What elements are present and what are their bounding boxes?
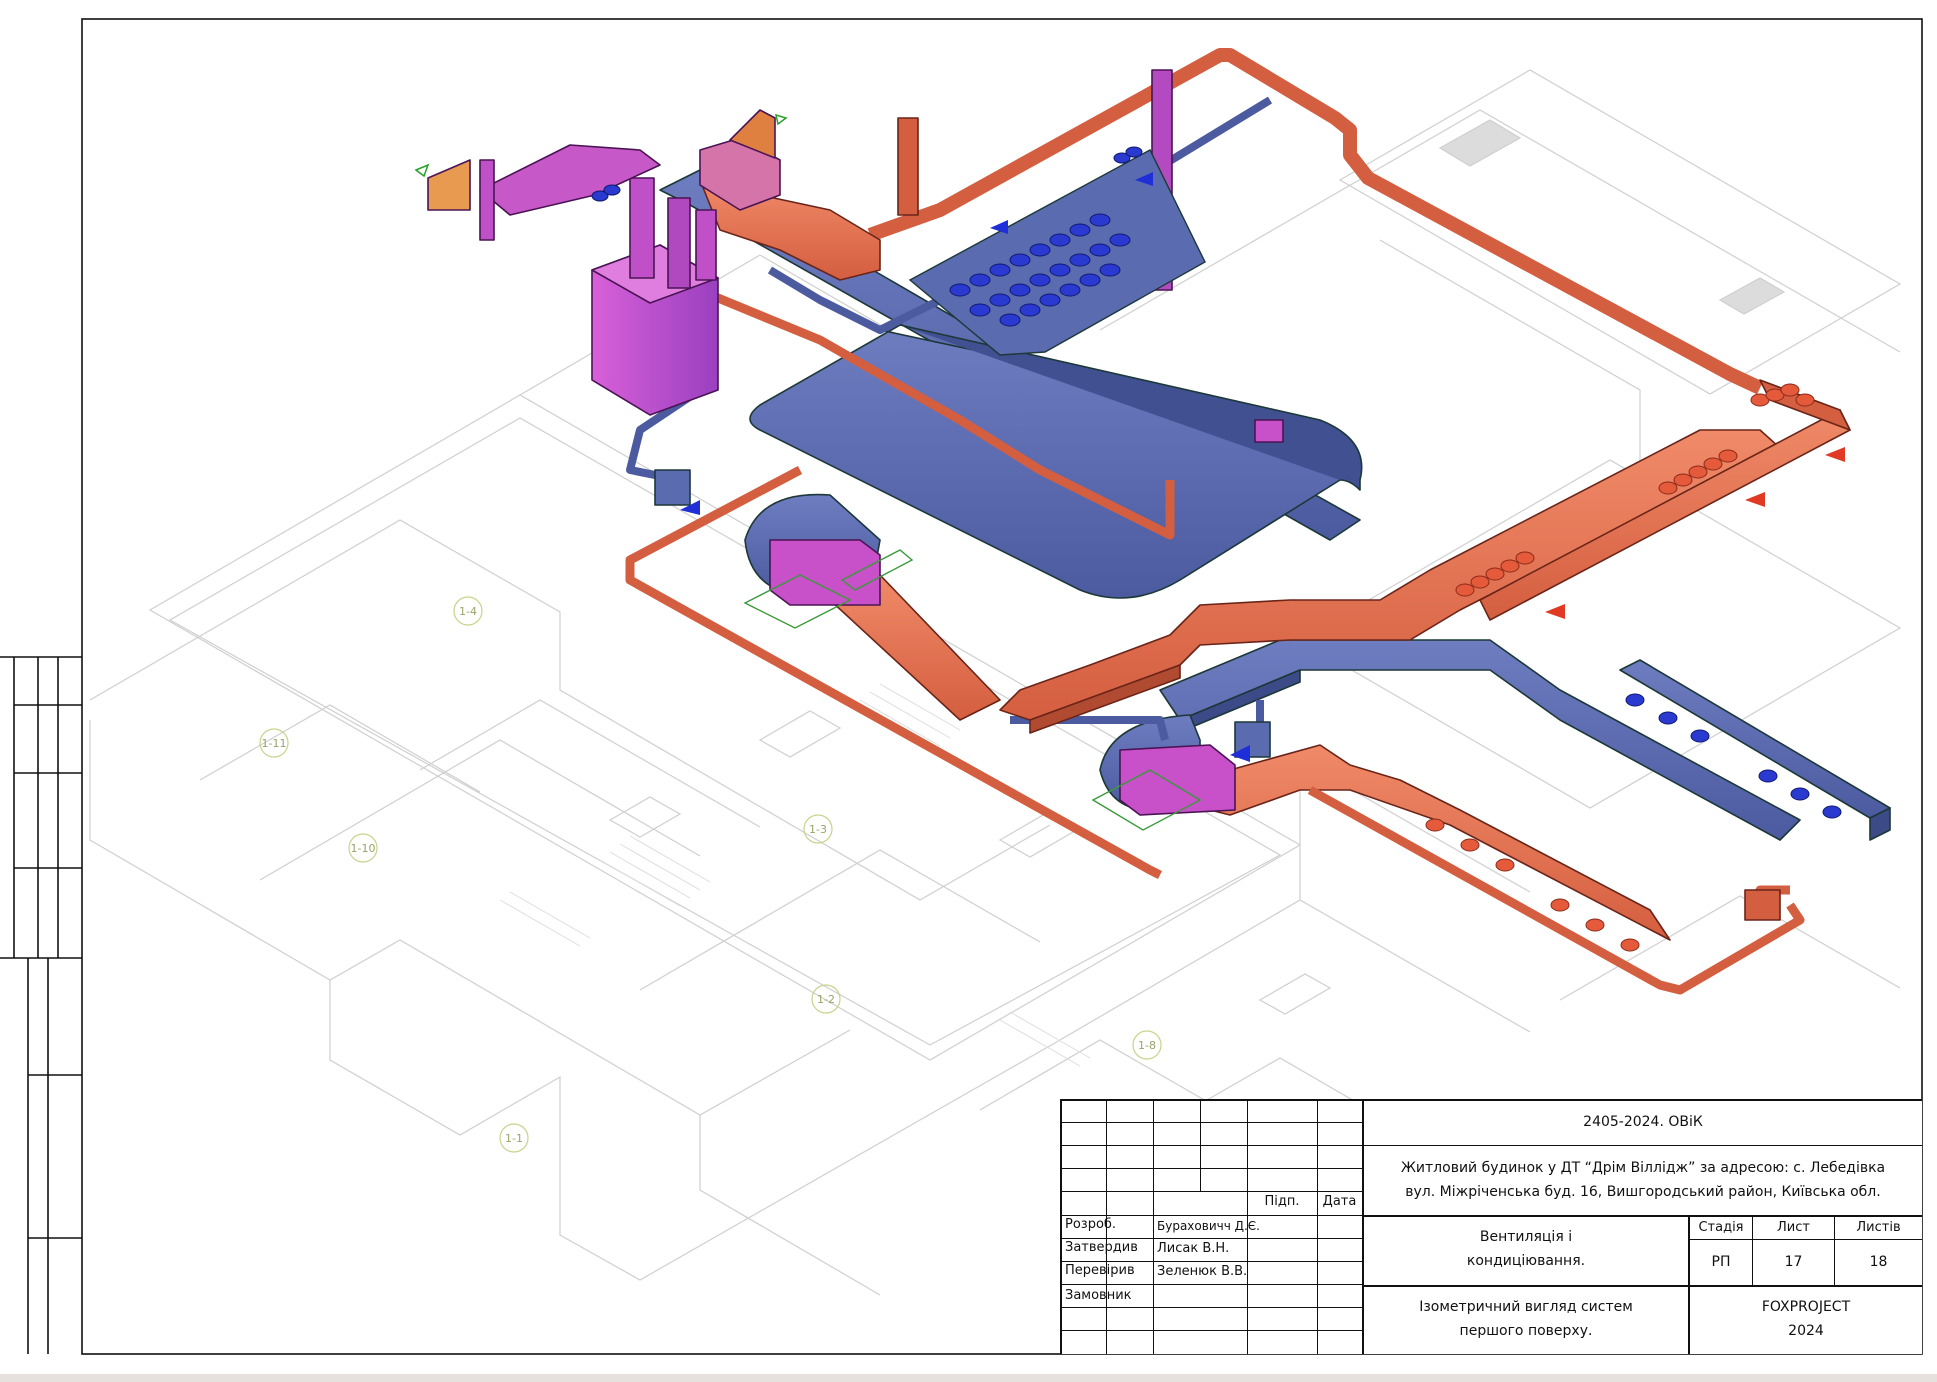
- supply-thin-pipe-2: [648, 265, 1175, 540]
- role-checked: Перевірив: [1065, 1263, 1135, 1278]
- role-customer: Замовник: [1065, 1288, 1132, 1303]
- role-developed-name: Бураховичч Д.Є.: [1157, 1219, 1260, 1233]
- title-block: Підп. Дата Розроб. Бураховичч Д.Є. Затве…: [1060, 1099, 1922, 1354]
- green-reference-outlines: [743, 549, 1202, 831]
- supply-main-duct: [999, 429, 1781, 721]
- supply-thin-pipe-3: [1307, 786, 1805, 995]
- column-header-date: Дата: [1322, 1194, 1357, 1209]
- supply-terminal-right: [1744, 889, 1781, 921]
- floor-plan-hatching: [499, 683, 1091, 1067]
- supply-perimeter-pipe: [867, 48, 1763, 395]
- zone-label-1-11: 1-11: [262, 737, 287, 750]
- section-name-line-1: Вентиляція і: [1479, 1229, 1573, 1245]
- recovery-unit-2: [1119, 744, 1236, 816]
- arrow-exhaust-2: [1230, 745, 1250, 762]
- object-description-line-2: вул. Міжріченська буд. 16, Вишгородський…: [1405, 1184, 1881, 1200]
- sheet-value: 17: [1784, 1254, 1803, 1270]
- supply-thin-pipe-1: [625, 466, 1163, 880]
- diffuser-panel-base: [908, 149, 1206, 356]
- exhaust-right-manifold: [1619, 659, 1891, 819]
- zone-label-1-10: 1-10: [351, 842, 376, 855]
- recovery-unit-1: [769, 539, 881, 606]
- project-code: 2405-2024. ОВіК: [1583, 1114, 1703, 1130]
- zone-labels: 1-4 1-11 1-10 1-3 1-2 1-8 1-1: [262, 605, 1156, 1145]
- zone-label-1-1: 1-1: [505, 1132, 523, 1145]
- zone-label-1-2: 1-2: [817, 993, 835, 1006]
- sheet-frame: [0, 18, 1923, 1355]
- sheet-title-line-1: Ізометричний вигляд систем: [1419, 1299, 1633, 1315]
- diffuser-coils: [949, 213, 1131, 327]
- arrow-supply-2: [1745, 492, 1765, 507]
- arrow-intake: [414, 163, 430, 178]
- ahu-stack-1: [629, 177, 655, 279]
- arrow-supply-3: [1545, 604, 1565, 619]
- supply-vertical-drop: [897, 117, 919, 216]
- role-approved: Затвердив: [1065, 1240, 1138, 1255]
- ahu-stack-3: [695, 209, 717, 281]
- stage-label: Стадія: [1698, 1220, 1744, 1235]
- arrow-exhaust-1: [680, 500, 700, 515]
- role-developed: Розроб.: [1065, 1217, 1117, 1232]
- supply-grilles: [1425, 383, 1815, 952]
- exhaust-hood: [729, 109, 776, 159]
- zone-label-1-4: 1-4: [459, 605, 477, 618]
- company-year: 2024: [1788, 1323, 1824, 1339]
- exhaust-terminal-left: [654, 469, 691, 506]
- small-valve: [1254, 419, 1284, 443]
- arrow-exhaust-4: [1135, 172, 1153, 186]
- zone-label-1-8: 1-8: [1138, 1039, 1156, 1052]
- supply-duct-system: [625, 48, 1851, 995]
- stage-value: РП: [1711, 1254, 1731, 1270]
- sheets-label: Листів: [1856, 1220, 1901, 1235]
- object-description-line-1: Житловий будинок у ДТ “Дрім Віллідж” за …: [1400, 1160, 1886, 1176]
- ceiling-diffuser-panel: [908, 149, 1206, 356]
- ahu-intake-duct: [479, 144, 661, 216]
- flow-arrows: [414, 113, 1845, 762]
- company-name: FOXPROJECT: [1761, 1299, 1851, 1315]
- arrow-supply-1: [1825, 447, 1845, 462]
- supply-lower-duct: [1169, 744, 1671, 941]
- zone-markers: [259, 596, 1162, 1153]
- role-approved-name: Лисак В.Н.: [1157, 1241, 1230, 1256]
- sheets-value: 18: [1869, 1254, 1888, 1270]
- column-header-signature: Підп.: [1264, 1194, 1300, 1209]
- section-name-line-2: кондиціювання.: [1466, 1253, 1586, 1269]
- ahu-intake-vertical: [479, 159, 495, 241]
- zone-label-1-3: 1-3: [809, 823, 827, 836]
- bottom-strip: [0, 1374, 1937, 1382]
- sheet-title-line-2: першого поверху.: [1459, 1323, 1593, 1339]
- ahu-stack-2: [667, 197, 691, 289]
- role-checked-name: Зеленюк В.В.: [1157, 1264, 1248, 1279]
- arrow-exhaust-3: [990, 220, 1008, 234]
- arrow-outlet: [774, 113, 788, 126]
- intake-hood: [427, 159, 471, 211]
- sheet-label: Лист: [1777, 1220, 1810, 1235]
- exhaust-grilles: [591, 146, 1842, 819]
